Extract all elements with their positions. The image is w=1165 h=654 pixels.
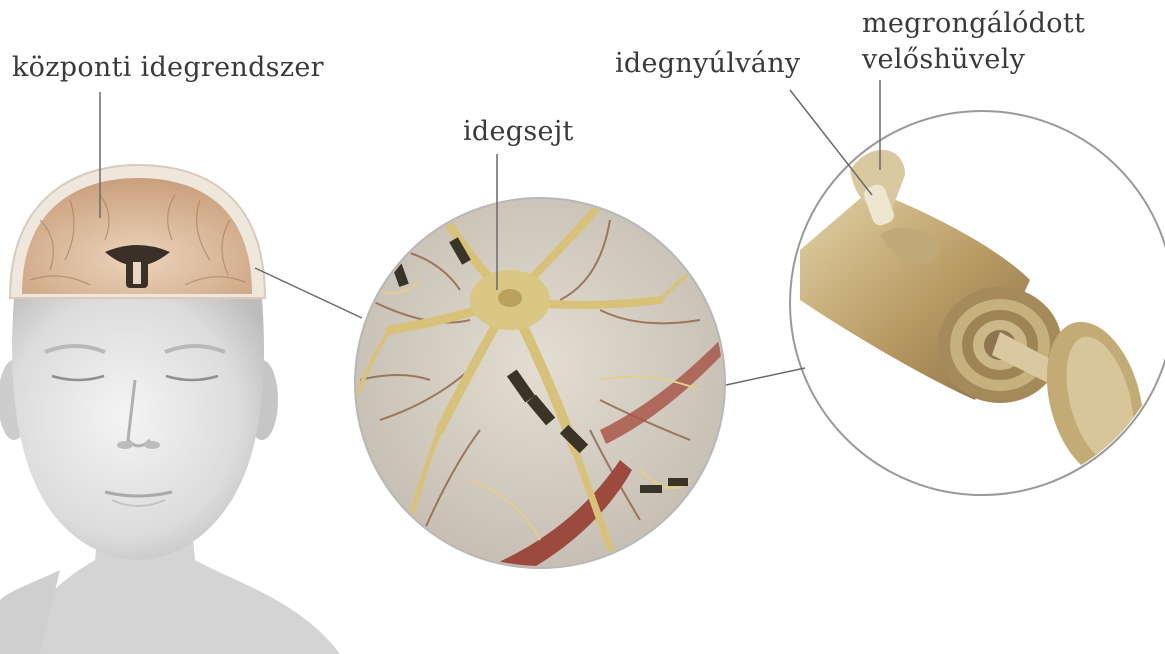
label-axon: idegnyúlvány <box>615 48 800 80</box>
connector-brain-to-neuron <box>255 268 362 318</box>
label-damaged-myelin-line1: megrongálódott <box>862 8 1085 40</box>
brain-cross-section <box>10 165 265 298</box>
leader-line-axon <box>790 90 872 195</box>
label-neuron: idegsejt <box>463 116 574 148</box>
connector-neuron-to-myelin <box>726 368 805 385</box>
label-central-nervous-system: központi idegrendszer <box>12 52 324 84</box>
label-damaged-myelin-line2: velőshüvely <box>862 44 1025 76</box>
myelin-sheath-magnified-circle <box>790 111 1165 495</box>
neuron-magnified-circle <box>355 198 735 600</box>
head-illustration <box>0 298 340 654</box>
